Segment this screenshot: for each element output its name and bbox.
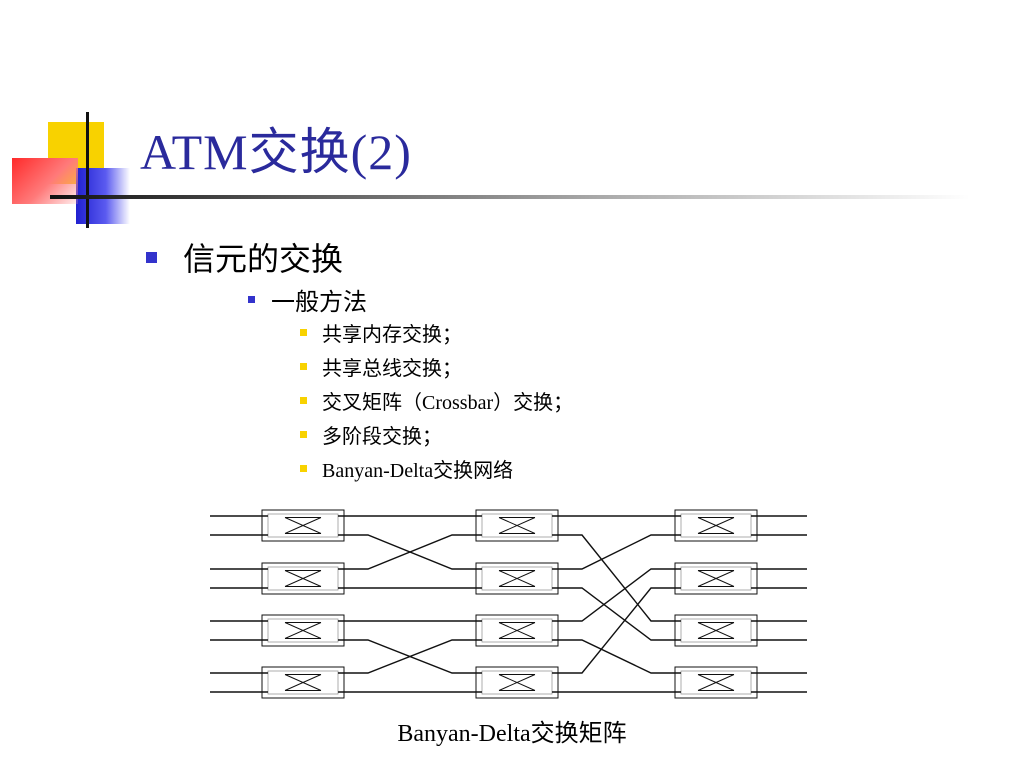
switch-cross-line (498, 517, 536, 534)
bullet-level2-text: 一般方法 (271, 290, 367, 316)
switch-inner-box (680, 513, 752, 538)
switch-element (261, 509, 345, 542)
slide-title: ATM交换(2) (140, 124, 412, 180)
bullet-level3-text: 多阶段交换； (322, 426, 442, 448)
banyan-delta-network-diagram (210, 509, 807, 699)
switch-element (475, 666, 559, 699)
bullet-shared-memory: 共享内存交换； (300, 318, 462, 347)
wire (552, 639, 681, 674)
switch-cross-line (498, 622, 536, 639)
switch-cross-line (498, 674, 536, 691)
switch-element (674, 614, 758, 647)
switch-element (475, 614, 559, 647)
bullet-level2: 一般方法 (248, 282, 367, 317)
switch-cross-line (498, 570, 536, 587)
switch-inner-box (481, 618, 553, 643)
switch-element (261, 562, 345, 595)
diagram-caption: Banyan-Delta交换矩阵 (397, 721, 627, 747)
decor-vertical-line (86, 112, 89, 228)
wire (552, 568, 681, 622)
bullet-multistage: 多阶段交换； (300, 420, 442, 449)
bullet-square-icon (300, 329, 307, 336)
bullet-level3-text: Banyan-Delta交换网络 (322, 460, 514, 482)
switch-element (674, 562, 758, 595)
switch-inner-box (267, 566, 339, 591)
interconnect-wires (210, 515, 807, 693)
bullet-level1: 信元的交换 (146, 234, 343, 280)
switch-inner-box (267, 670, 339, 695)
switch-inner-box (481, 566, 553, 591)
bullet-square-icon (300, 465, 307, 472)
bullet-banyan-delta: Banyan-Delta交换网络 (300, 454, 513, 483)
bullet-shared-bus: 共享总线交换； (300, 352, 462, 381)
switch-element (674, 666, 758, 699)
switch-inner-box (680, 566, 752, 591)
bullet-level3-text: 交叉矩阵（Crossbar）交换； (322, 392, 574, 414)
switch-inner-box (680, 618, 752, 643)
bullet-square-icon (300, 431, 307, 438)
switch-outer-box (261, 509, 345, 542)
wire (338, 639, 482, 674)
bullet-square-icon (248, 296, 255, 303)
switch-inner-box (481, 670, 553, 695)
switch-inner-box (680, 670, 752, 695)
switch-cross-line (284, 517, 322, 534)
switch-cross-line (697, 570, 735, 587)
switch-cross-line (284, 570, 322, 587)
switch-cross-line (284, 622, 322, 639)
wire (552, 534, 681, 570)
switch-cross-line (697, 517, 735, 534)
switch-element (674, 509, 758, 542)
title-underline (50, 195, 970, 199)
switch-cross-line (697, 622, 735, 639)
switch-inner-box (481, 513, 553, 538)
switch-element (261, 666, 345, 699)
switch-elements (261, 509, 758, 699)
switch-inner-box (267, 618, 339, 643)
switch-inner-box (267, 513, 339, 538)
bullet-level1-text: 信元的交换 (183, 241, 344, 277)
switch-element (475, 562, 559, 595)
bullet-level3-text: 共享总线交换； (322, 358, 462, 380)
switch-cross-line (284, 674, 322, 691)
bullet-square-icon (300, 363, 307, 370)
bullet-square-icon (300, 397, 307, 404)
switch-element (475, 509, 559, 542)
bullet-square-icon (146, 251, 157, 263)
wire (338, 534, 482, 570)
bullet-level3-text: 共享内存交换； (322, 324, 462, 346)
wire (552, 587, 681, 674)
wire (552, 587, 681, 641)
switch-cross-line (697, 674, 735, 691)
wire (552, 534, 681, 622)
switch-element (261, 614, 345, 647)
bullet-crossbar: 交叉矩阵（Crossbar）交换； (300, 386, 573, 415)
